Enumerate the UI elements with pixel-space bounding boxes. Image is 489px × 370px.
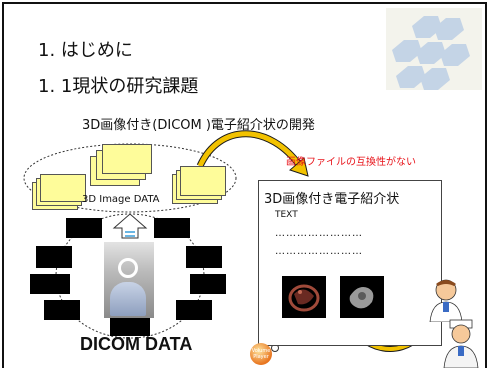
slide-frame-top [2, 2, 486, 4]
text-placeholder-line: …………………… [275, 246, 363, 257]
dicom-thumbnail [190, 274, 226, 294]
doctor-icon [429, 279, 463, 322]
document-icon [40, 174, 86, 202]
referral-letter-text: TEXT [275, 210, 298, 220]
slide-frame-left [2, 2, 4, 368]
compatibility-warning: 画像ファイルの互換性がない [286, 157, 416, 168]
logo-hex-icon [386, 8, 482, 90]
dicom-thumbnail [66, 218, 102, 238]
heading-research-issue: 1. 1現状の研究課題 [38, 76, 199, 97]
text-placeholder-line: …………………… [275, 228, 363, 239]
document-icon [180, 166, 226, 196]
dicom-thumbnail [176, 300, 212, 320]
document-icon [102, 144, 152, 174]
volume-player-icon: Volume Player [250, 343, 272, 365]
3d-render-thumbnail [282, 276, 326, 318]
dicom-thumbnail [36, 246, 72, 268]
dicom-thumbnail [30, 274, 70, 294]
heading-introduction: 1. はじめに [38, 40, 133, 61]
mri-ring [118, 258, 138, 278]
volume-player-label: Volume Player [251, 348, 271, 360]
curved-arrow-icon [197, 131, 303, 168]
patient-figure [110, 282, 146, 316]
referral-letter-card [258, 180, 442, 346]
upload-arrow-icon [112, 213, 148, 239]
dicom-thumbnail [44, 300, 80, 320]
image3d-data-label: 3D Image DATA [82, 194, 160, 205]
slide-subtitle: 3D画像付き(DICOM )電子紹介状の開発 [82, 118, 315, 133]
dicom-thumbnail [154, 218, 190, 238]
3d-render-thumbnail [340, 276, 384, 318]
slide-frame-right [485, 2, 487, 368]
dicom-thumbnail [186, 246, 222, 268]
referral-letter-title: 3D画像付き電子紹介状 [264, 192, 400, 207]
dicom-data-label: DICOM DATA [80, 334, 193, 354]
doctor-icon [443, 319, 479, 368]
dicom-thumbnail [110, 316, 150, 336]
document-cluster-ellipse [23, 143, 237, 213]
